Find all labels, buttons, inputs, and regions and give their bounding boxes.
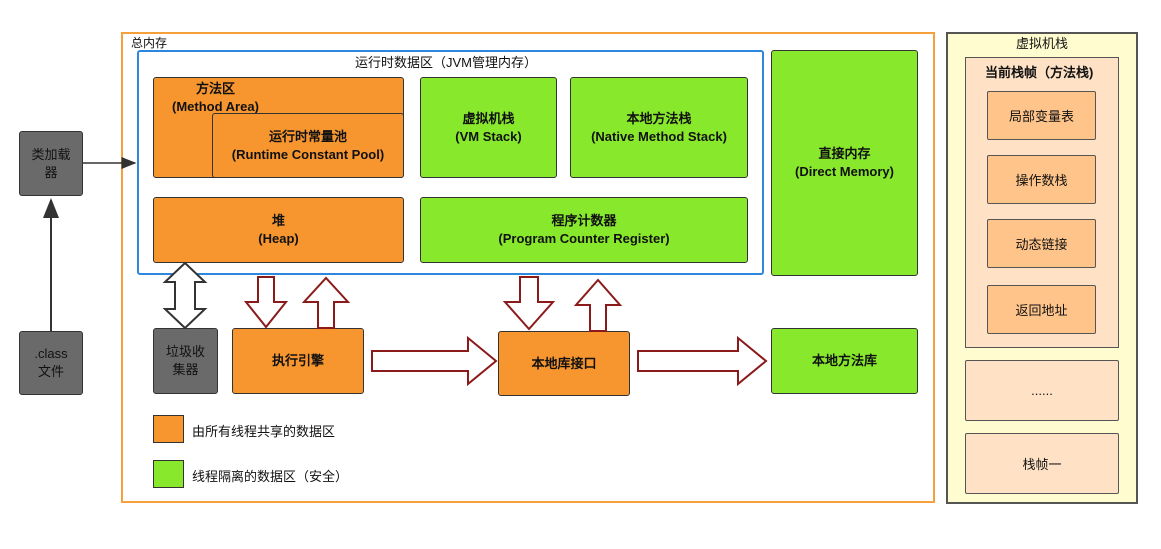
execution-engine: 执行引擎 — [232, 328, 364, 394]
legend-shared-label: 由所有线程共享的数据区 — [192, 424, 336, 439]
return-address: 返回地址 — [987, 285, 1096, 334]
legend-isolated-swatch — [153, 460, 184, 488]
operand-stack: 操作数栈 — [987, 155, 1096, 204]
runtime-data-area-title: 运行时数据区（JVM管理内存） — [355, 55, 538, 70]
local-variable-table: 局部变量表 — [987, 91, 1096, 140]
stack-frame-one: 栈帧一 — [965, 433, 1119, 494]
program-counter-register: 程序计数器 (Program Counter Register) — [420, 197, 748, 263]
runtime-constant-pool: 运行时常量池 (Runtime Constant Pool) — [212, 113, 404, 178]
total-memory-title: 总内存 — [131, 36, 168, 50]
class-loader: 类加载 器 — [19, 131, 83, 196]
vm-stack-panel-title: 虚拟机栈 — [1016, 36, 1069, 51]
total-memory-region — [121, 32, 935, 503]
class-file: .class 文件 — [19, 331, 83, 395]
direct-memory: 直接内存 (Direct Memory) — [771, 50, 918, 276]
legend-isolated-label: 线程隔离的数据区（安全） — [192, 469, 349, 484]
native-library-interface: 本地库接口 — [498, 331, 630, 396]
method-area-label: 方法区 (Method Area) — [172, 81, 259, 114]
runtime-data-area — [137, 50, 764, 275]
dynamic-linking: 动态链接 — [987, 219, 1096, 268]
stack-frame-ellipsis: ...... — [965, 360, 1119, 421]
legend-shared-swatch — [153, 415, 184, 443]
current-stack-frame-title: 当前栈帧（方法栈) — [985, 65, 1094, 80]
heap: 堆 (Heap) — [153, 197, 404, 263]
native-method-library: 本地方法库 — [771, 328, 918, 394]
vm-stack: 虚拟机栈 (VM Stack) — [420, 77, 557, 178]
native-method-stack: 本地方法栈 (Native Method Stack) — [570, 77, 748, 178]
garbage-collector: 垃圾收 集器 — [153, 328, 218, 394]
